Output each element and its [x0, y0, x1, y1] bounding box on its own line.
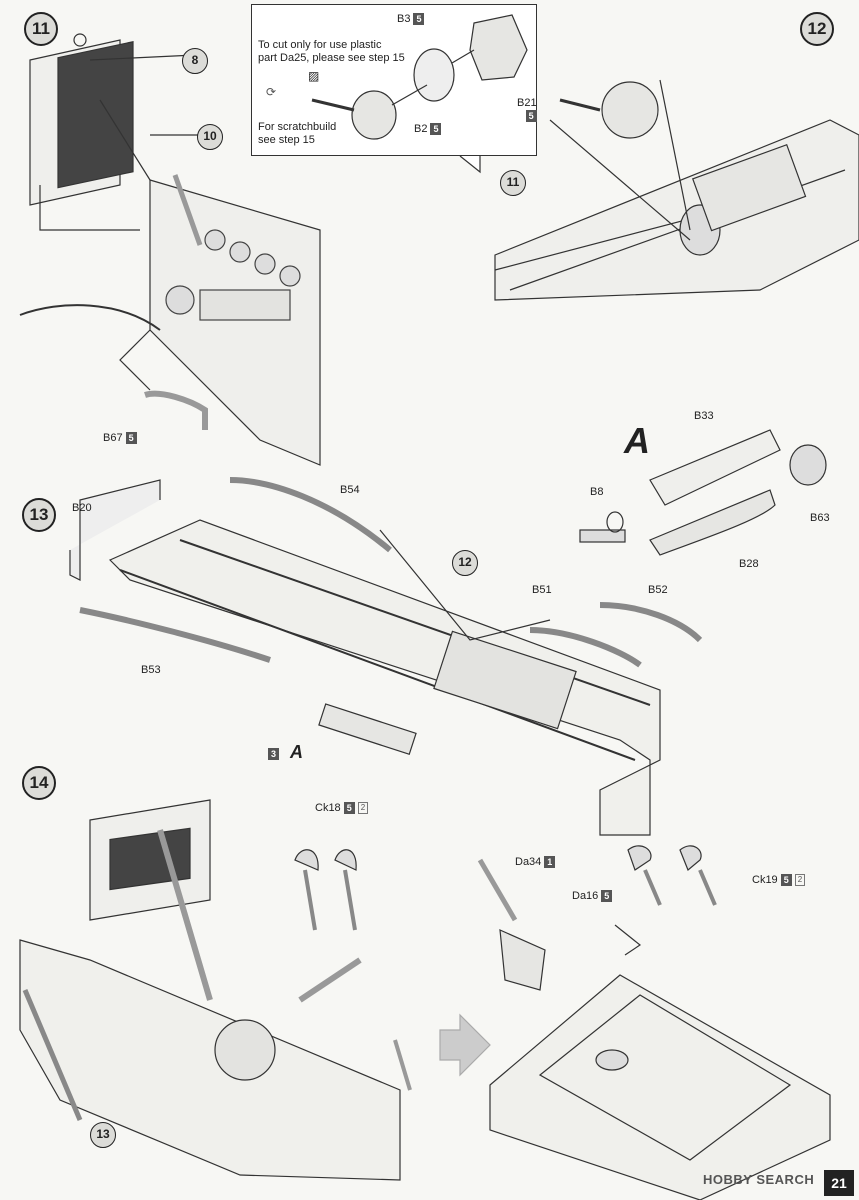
callout-parts-drawing: [311, 14, 528, 140]
sprue-badge: 5: [601, 890, 613, 902]
step11-drawing: [19, 33, 321, 466]
cut-icon: ▨: [308, 69, 320, 83]
subassembly-a-ref: 3: [268, 748, 280, 760]
ref-step-10: 10: [197, 124, 223, 150]
cut-note-line-1: To cut only for use plastic: [258, 39, 382, 51]
part-label-b54: B54: [340, 484, 360, 496]
scratch-note-line-1: For scratchbuild: [258, 121, 337, 133]
part-label-b67: B67 5: [103, 432, 137, 444]
sprue-badge: 5: [413, 13, 425, 25]
sprue-badge: 5: [430, 123, 442, 135]
scratchbuild-note: For scratchbuild see step 15: [258, 121, 336, 147]
part-label-b21: B21 5: [517, 97, 537, 122]
part-code: Ck19: [752, 874, 778, 886]
part-code: B2: [414, 123, 428, 135]
part-label-ck19: Ck19 5 2: [752, 874, 806, 886]
sprue-badge: 1: [544, 856, 556, 868]
watermark-part-a: HOBBY: [703, 1172, 757, 1187]
part-label-b63: B63: [810, 512, 830, 524]
sprue-badge: 5: [525, 110, 537, 122]
watermark: HOBBY SEARCH: [703, 1172, 814, 1187]
step-number-11: 11: [24, 12, 58, 46]
step-badge: 3: [268, 748, 280, 760]
scratch-note-line-2: see step 15: [258, 134, 315, 146]
part-code: Da16: [572, 890, 599, 902]
part-label-b53: B53: [141, 664, 161, 676]
subassembly-a-letter: A: [624, 420, 650, 461]
part-label-b2: B2 5: [414, 123, 442, 135]
ref-step-13: 13: [90, 1122, 116, 1148]
sprue-badge: 5: [780, 874, 792, 886]
ref-step-11: 11: [500, 170, 526, 196]
detail-callout: B3 5 To cut only for use plastic part Da…: [251, 4, 537, 156]
step-number-14: 14: [22, 766, 56, 800]
part-code: B21: [517, 97, 537, 109]
ref-step-12: 12: [452, 550, 478, 576]
step12-drawing: [494, 79, 859, 301]
step-number-12: 12: [800, 12, 834, 46]
part-label-b33: B33: [694, 410, 714, 422]
part-label-da34: Da34 1: [515, 856, 556, 868]
part-code: B3: [397, 13, 411, 25]
part-label-b52: B52: [648, 584, 668, 596]
page-number: 21: [824, 1170, 854, 1196]
part-code: B67: [103, 432, 123, 444]
subassembly-a-ref-letter: A: [290, 742, 303, 762]
step13-drawing: [69, 477, 703, 836]
quantity-mark: 2: [357, 802, 369, 814]
part-label-b20: B20: [72, 502, 92, 514]
scratchbuild-icon: ⟳: [266, 85, 277, 99]
watermark-part-b: SEARCH: [756, 1172, 815, 1187]
part-code: Ck18: [315, 802, 341, 814]
step14-right-drawing: [477, 845, 831, 1200]
sprue-badge: 5: [125, 432, 137, 444]
part-label-ck18: Ck18 5 2: [315, 802, 369, 814]
part-label-b28: B28: [739, 558, 759, 570]
part-label-b3: B3 5: [397, 13, 425, 25]
part-label-da16: Da16 5: [572, 890, 613, 902]
sprue-badge: 5: [343, 802, 355, 814]
step14-left-drawing: [19, 799, 412, 1181]
part-label-b8: B8: [590, 486, 604, 498]
step-number-13: 13: [22, 498, 56, 532]
quantity-mark: 2: [794, 874, 806, 886]
cut-note: To cut only for use plastic part Da25, p…: [258, 39, 405, 65]
part-code: Da34: [515, 856, 542, 868]
part-label-b51: B51: [532, 584, 552, 596]
cut-note-line-2: part Da25, please see step 15: [258, 52, 405, 64]
subassembly-a-drawing: [579, 429, 827, 556]
ref-step-8: 8: [182, 48, 208, 74]
